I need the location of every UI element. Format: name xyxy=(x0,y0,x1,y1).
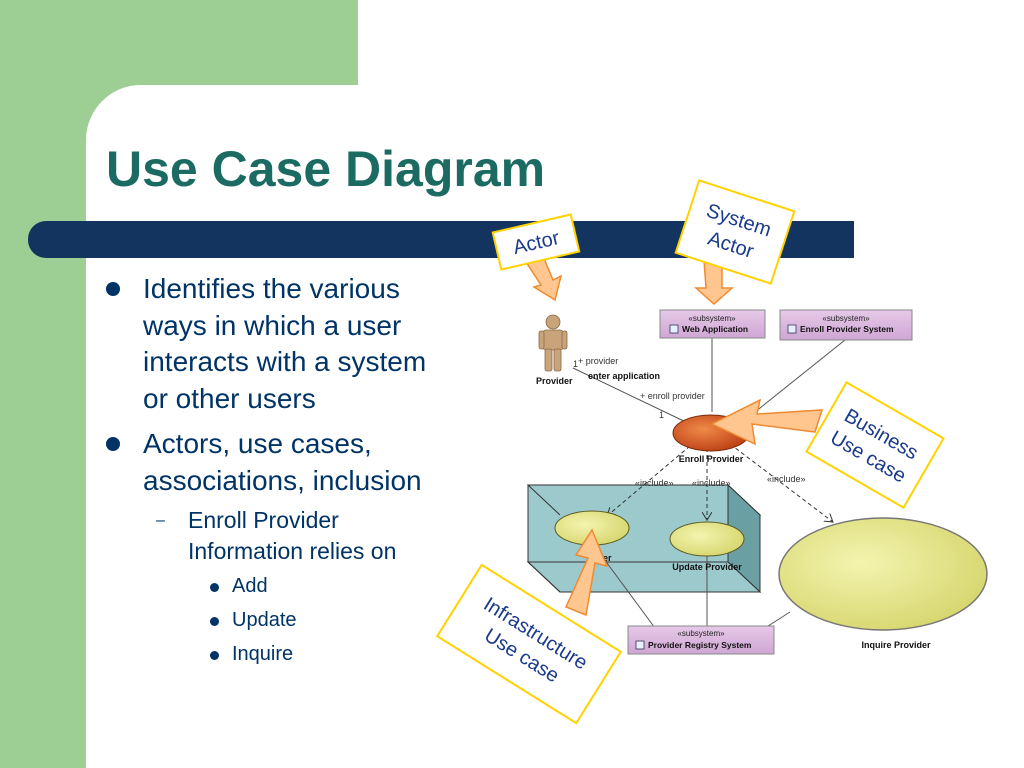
subsystem-enroll-provider-system: «subsystem» Enroll Provider System xyxy=(779,309,913,341)
system-actor-callout: System Actor xyxy=(674,179,796,285)
association-role: + provider xyxy=(578,356,618,366)
sub-sub-bullet-item: Update xyxy=(232,609,297,631)
subsystem-icon xyxy=(635,640,645,650)
callout-arrows xyxy=(524,255,824,617)
use-case-update-provider xyxy=(669,521,745,557)
include-dependencies xyxy=(607,443,833,522)
subsystem-icon xyxy=(787,324,797,334)
subsystem-name: Enroll Provider System xyxy=(800,324,894,334)
bullet-line: associations, inclusion xyxy=(143,464,422,496)
subsystem-name: Provider Registry System xyxy=(648,640,752,650)
use-case-inquire-provider xyxy=(778,517,988,631)
sub-sub-bullet-dot xyxy=(210,583,219,592)
sub-bullet-dash: – xyxy=(156,512,165,529)
use-case-label: Update Provider xyxy=(672,562,742,572)
sub-sub-bullet-item: Inquire xyxy=(232,643,294,665)
business-use-case-callout: Business Use case xyxy=(805,380,945,510)
subsystem-name: Web Application xyxy=(682,324,748,334)
infrastructure-use-case-callout-arrow xyxy=(564,528,609,617)
subsystem-web-application: «subsystem» Web Application xyxy=(659,309,766,339)
subsystem-stereotype: «subsystem» xyxy=(677,629,725,638)
sub-sub-bullet-dot xyxy=(210,617,219,626)
subsystem-icon xyxy=(669,324,679,334)
actor-callout: Actor xyxy=(491,213,581,271)
bullet-line: ways in which a user xyxy=(143,309,402,341)
include-label: «include» xyxy=(692,478,731,488)
subsystem-stereotype: «subsystem» xyxy=(822,314,870,323)
include-label: «include» xyxy=(635,478,674,488)
association-multiplicity: 1 xyxy=(573,359,578,369)
include-label: «include» xyxy=(767,474,806,484)
use-case-label: Enroll Provider xyxy=(679,454,744,464)
slide-title: Use Case Diagram xyxy=(106,141,546,197)
sub-bullet-line: Information relies on xyxy=(188,538,397,564)
bullet-dot xyxy=(106,437,120,451)
bullet-line: interacts with a system xyxy=(143,346,427,377)
bullet-line: Actors, use cases, xyxy=(143,428,372,459)
use-case-label: Inquire Provider xyxy=(861,640,931,650)
business-use-case-callout-arrow xyxy=(710,398,824,446)
sub-bullet-line: Enroll Provider xyxy=(188,507,339,533)
bullet-item: Actors, use cases, associations, inclusi… xyxy=(143,426,422,499)
bullet-line: or other users xyxy=(143,382,316,414)
sub-sub-bullet-dot xyxy=(210,651,219,660)
bullet-dot xyxy=(106,282,120,296)
subsystem-stereotype: «subsystem» xyxy=(688,314,736,323)
green-background-left xyxy=(0,0,86,768)
association-name: enter application xyxy=(588,371,660,381)
subsystem-provider-registry-system: «subsystem» Provider Registry System xyxy=(627,625,775,655)
sub-bullet-item: Enroll Provider Information relies on xyxy=(188,505,396,567)
actor-label: Provider xyxy=(536,376,573,386)
sub-sub-bullet-item: Add xyxy=(232,575,268,597)
association-role-right: + enroll provider xyxy=(640,391,705,401)
association-multiplicity-right: 1 xyxy=(659,410,664,420)
actor-figure-icon xyxy=(538,314,568,372)
bullet-item: Identifies the various ways in which a u… xyxy=(143,271,426,417)
bullet-line: Identifies the various xyxy=(143,273,400,304)
